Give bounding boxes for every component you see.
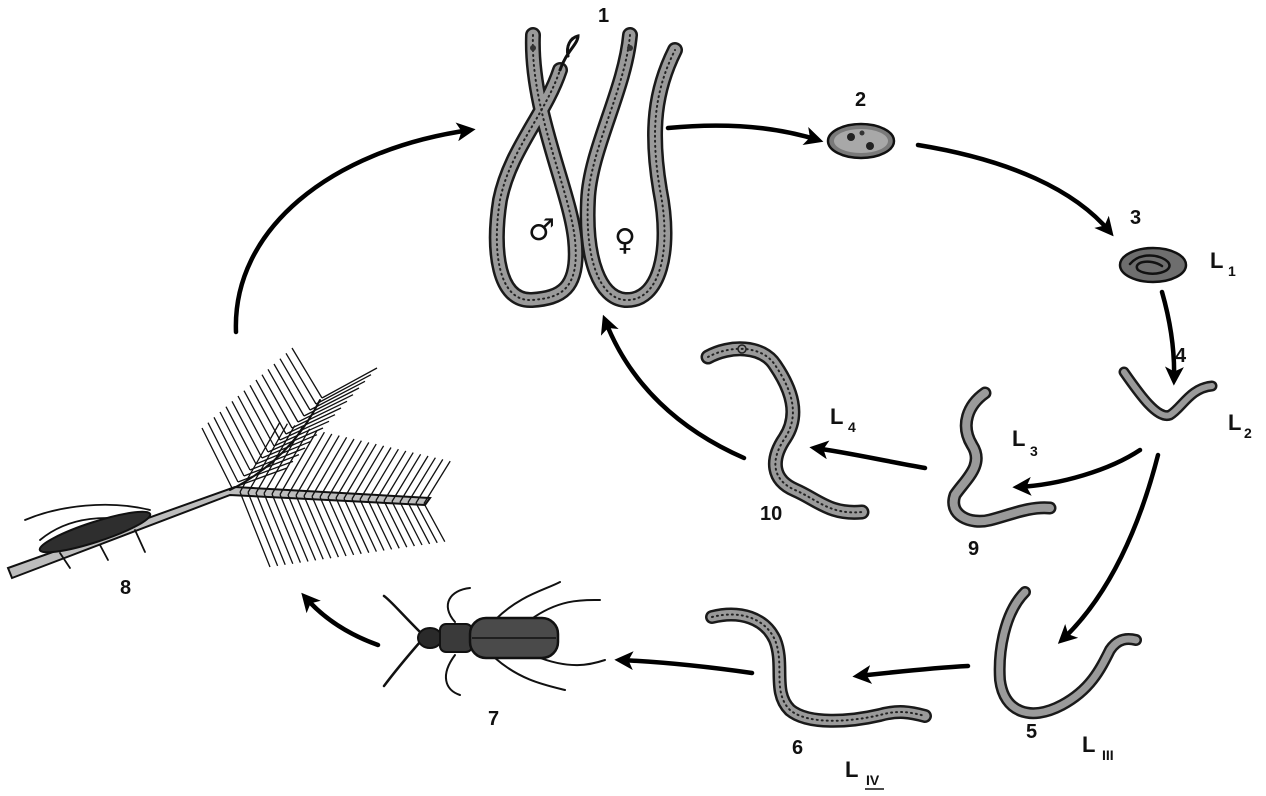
female-symbol: ♀: [614, 223, 636, 258]
pine-needle: [256, 380, 286, 434]
fourth-stage-propagative-larva: 10 L 4: [708, 345, 862, 525]
pine-twig-with-feeding-beetle: 8: [8, 348, 450, 599]
pine-needle: [274, 364, 304, 416]
pine-needle: [262, 375, 292, 428]
pine-needle: [296, 496, 323, 560]
pine-needle: [328, 498, 354, 555]
pine-needle: [280, 359, 310, 410]
stage-9-number: 9: [968, 538, 979, 560]
pine-needle: [238, 396, 268, 452]
pine-needle: [240, 492, 270, 567]
stage-2-number: 2: [855, 89, 866, 111]
stage-1-number: 1: [598, 5, 609, 27]
pine-needle: [220, 412, 250, 470]
pine-needle: [368, 449, 398, 500]
arrow-8-to-1: [236, 130, 470, 332]
stage-7-number: 7: [488, 708, 499, 730]
stage-6-number: 6: [792, 737, 803, 759]
pine-needle: [288, 495, 316, 560]
stage-10-sub: 4: [848, 419, 856, 435]
arrow-2-to-3: [918, 145, 1110, 232]
pine-needle: [248, 493, 278, 566]
longhorn-beetle-vector: 7: [384, 582, 605, 730]
pine-needle: [352, 446, 384, 499]
stage-5-sub: III: [1102, 747, 1114, 763]
pine-needle: [304, 496, 331, 558]
pine-needle: [336, 498, 361, 554]
stage-3-label: L: [1210, 248, 1223, 273]
pine-needle: [376, 451, 406, 501]
pine-needle: [244, 391, 274, 446]
pine-needle: [336, 442, 369, 498]
stage-6-sub: IV: [866, 772, 880, 788]
stage-6-label: L: [845, 757, 858, 782]
pine-needle: [286, 353, 316, 404]
pine-needle: [250, 385, 280, 440]
arrow-6-to-7: [620, 660, 752, 673]
pine-needle: [344, 444, 376, 498]
arrow-9-to-10: [815, 448, 925, 468]
arrow-5-to-6: [858, 666, 968, 676]
stage-9-label: L: [1012, 426, 1025, 451]
arrow-7-to-8: [305, 597, 378, 645]
stage-4-label: L: [1228, 410, 1241, 435]
male-spicule-tail: [560, 36, 578, 70]
pine-needle: [408, 458, 435, 503]
pine-needle: [320, 497, 346, 556]
pine-needle: [264, 494, 293, 564]
egg-with-first-stage-larva: 3 L 1: [1120, 207, 1236, 282]
arrow-4-to-5: [1062, 455, 1158, 640]
stage-3-number: 3: [1130, 207, 1141, 229]
stage-3-sub: 1: [1228, 263, 1236, 279]
pine-needle: [392, 454, 421, 501]
pine-needle: [320, 439, 354, 497]
pine-needle: [360, 448, 391, 500]
egg: 2: [828, 89, 894, 158]
stage-5-number: 5: [1026, 721, 1037, 743]
arrow-1-to-2: [668, 126, 818, 140]
stage-10-label: L: [830, 404, 843, 429]
pine-needle: [272, 494, 300, 563]
cycle-arrows: [236, 126, 1174, 676]
pine-needle: [226, 407, 256, 464]
female-nematode: [588, 35, 675, 300]
pine-needle: [280, 415, 335, 440]
male-symbol: ♂: [528, 213, 555, 248]
pine-needles: [202, 348, 450, 567]
third-stage-dispersal-larva: 5 L III: [1000, 592, 1136, 763]
pine-needle: [202, 428, 232, 488]
pine-needle: [280, 431, 317, 495]
pine-needle: [232, 401, 262, 458]
pine-needle: [312, 497, 338, 558]
stage-5-label: L: [1082, 732, 1095, 757]
pine-needle: [214, 417, 244, 476]
stage-4-number: 4: [1175, 345, 1187, 367]
pine-needle: [256, 493, 285, 565]
pine-needle: [416, 459, 443, 503]
pine-needle: [328, 441, 361, 498]
pine-needle: [292, 348, 322, 398]
adult-nematode-pair: 1 ♂ ♀: [497, 5, 675, 300]
fourth-stage-dispersal-larva: 6 L IV: [712, 615, 925, 789]
pine-needle: [208, 423, 238, 482]
stage-9-sub: 3: [1030, 443, 1038, 459]
second-stage-larva: 4 L 2: [1124, 345, 1252, 441]
stage-10-number: 10: [760, 503, 782, 525]
pine-needle: [400, 456, 428, 502]
male-nematode: [497, 35, 578, 300]
third-stage-propagative-larva: 9 L 3: [954, 393, 1050, 560]
arrow-3-to-4: [1162, 292, 1174, 380]
stage-4-sub: 2: [1244, 425, 1252, 441]
pine-needle: [268, 369, 298, 422]
pine-needle: [384, 453, 413, 501]
pine-needle: [280, 495, 308, 562]
arrow-10-to-1: [605, 320, 744, 458]
stage-8-number: 8: [120, 577, 131, 599]
